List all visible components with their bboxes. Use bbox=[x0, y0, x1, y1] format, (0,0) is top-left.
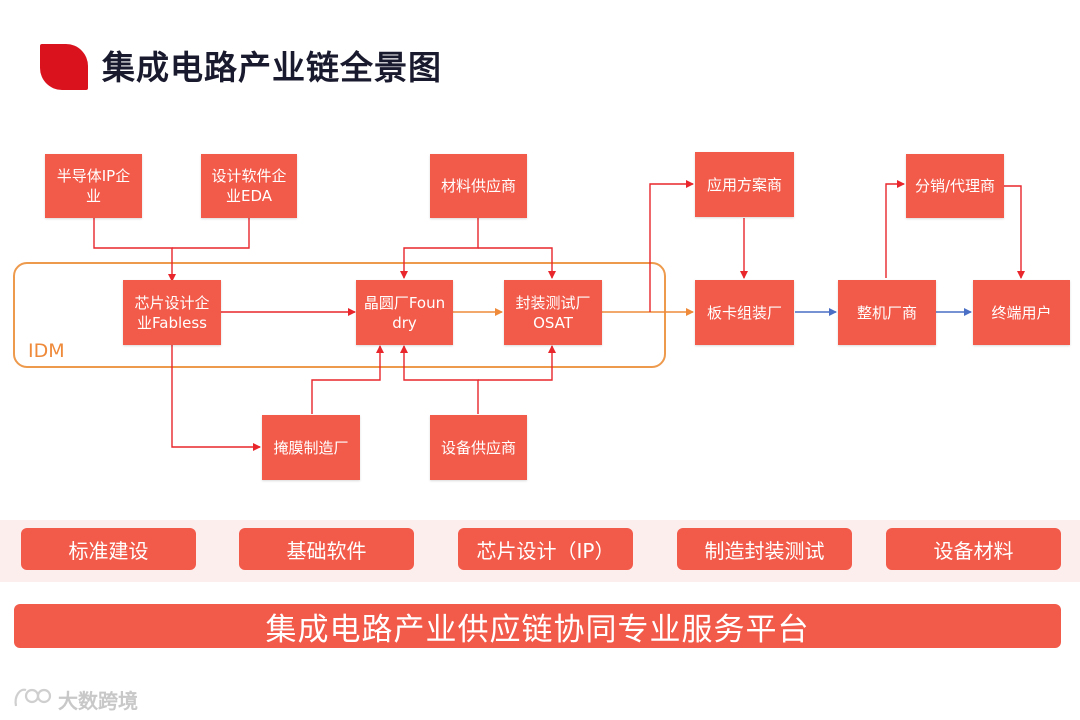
page-title: 集成电路产业链全景图 bbox=[102, 48, 442, 87]
arrow-equipment-to-osat bbox=[478, 345, 556, 381]
node-board-assembly: 板卡组装厂 bbox=[695, 280, 794, 345]
node-mask-factory: 掩膜制造厂 bbox=[262, 415, 360, 480]
watermark-text: 大数跨境 bbox=[58, 689, 138, 713]
arrow-oem-to-distributor bbox=[885, 180, 905, 278]
title-accent-mark bbox=[40, 44, 88, 90]
node-equipment-supplier: 设备供应商 bbox=[430, 415, 527, 480]
category-manufacturing: 制造封装测试 bbox=[677, 528, 852, 570]
node-material-supplier: 材料供应商 bbox=[430, 154, 527, 218]
node-fabless: 芯片设计企业Fabless bbox=[123, 280, 221, 345]
arrow-material-to-osat bbox=[478, 247, 556, 279]
node-eda-vendor: 设计软件企业EDA bbox=[201, 154, 297, 218]
idm-label: IDM bbox=[28, 340, 65, 362]
arrow-eda-to-fabless bbox=[172, 218, 250, 249]
watermark-logo-icon bbox=[14, 688, 52, 707]
node-solution-provider: 应用方案商 bbox=[695, 152, 794, 217]
arrow-mask-to-foundry bbox=[311, 345, 384, 414]
node-ip-vendor: 半导体IP企业 bbox=[45, 154, 142, 218]
arrow-material-to-foundry bbox=[400, 218, 479, 279]
node-end-user: 终端用户 bbox=[973, 280, 1070, 345]
arrow-osat-to-solution bbox=[649, 180, 694, 312]
node-oem: 整机厂商 bbox=[838, 280, 936, 345]
node-foundry: 晶圆厂Foundry bbox=[356, 280, 453, 345]
platform-banner: 集成电路产业供应链协同专业服务平台 bbox=[14, 604, 1061, 648]
arrow-ip-to-fabless bbox=[93, 218, 176, 282]
category-chip-design: 芯片设计（IP） bbox=[458, 528, 633, 570]
idm-frame bbox=[13, 262, 666, 368]
category-standards: 标准建设 bbox=[21, 528, 196, 570]
node-distributor: 分销/代理商 bbox=[906, 154, 1004, 218]
arrow-fabless-to-mask bbox=[171, 345, 261, 451]
category-basic-software: 基础软件 bbox=[239, 528, 414, 570]
arrow-distributor-to-enduser bbox=[1004, 185, 1025, 279]
arrow-equipment-to-foundry bbox=[400, 345, 479, 414]
node-osat: 封装测试厂OSAT bbox=[504, 280, 602, 345]
category-equipment-materials: 设备材料 bbox=[886, 528, 1061, 570]
